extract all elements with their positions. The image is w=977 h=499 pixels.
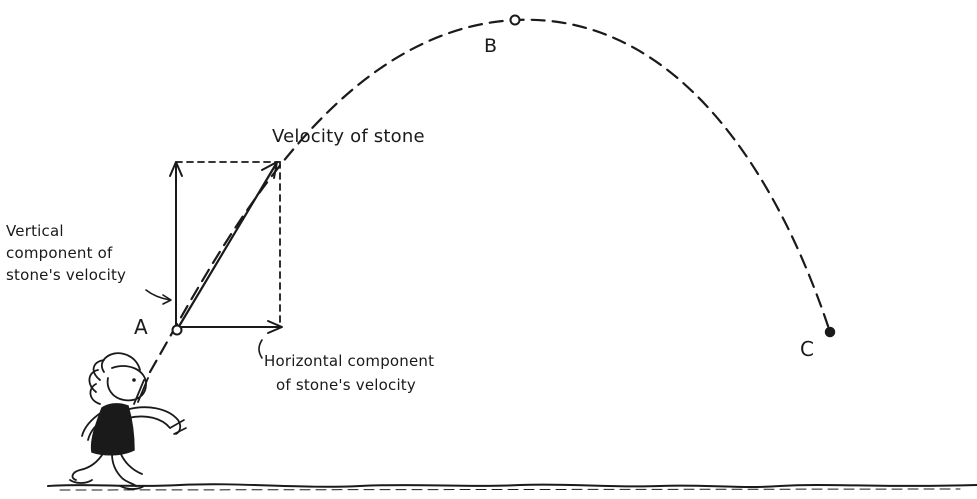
point-c-marker	[824, 326, 836, 338]
velocity-label: Velocity of stone	[272, 126, 425, 147]
vertical-arrowhead	[169, 161, 183, 177]
vertical-label-pointer	[145, 289, 171, 301]
thrower-shoe-right	[119, 485, 145, 490]
velocity-arrowhead	[261, 161, 278, 179]
point-a-label: A	[134, 315, 148, 339]
vertical-label-pointer-head	[162, 294, 172, 305]
point-b-label: B	[484, 35, 497, 57]
horizontal-arrowhead	[267, 320, 283, 334]
trajectory-path	[148, 18, 832, 374]
vertical-label-line1: Vertical	[6, 222, 64, 240]
horizontal-label-pointer	[258, 339, 263, 359]
velocity-arrow	[176, 162, 278, 330]
thrower-legs	[71, 451, 143, 487]
point-a-marker	[171, 324, 183, 336]
thrower-hand	[169, 419, 187, 435]
horizontal-label-line2: of stone's velocity	[276, 376, 416, 394]
thrower-hair	[88, 352, 141, 405]
thrower-raised-arm	[133, 377, 149, 405]
point-c-label: C	[800, 337, 814, 361]
ground-texture	[59, 488, 961, 491]
thrower-shoe-left	[69, 479, 93, 484]
ground-line	[47, 483, 977, 488]
vertical-label-line2: component of	[6, 244, 113, 262]
thrower-back-arm	[81, 411, 107, 441]
thrower-outstretched-arm	[125, 406, 182, 435]
thrower-eye	[132, 378, 136, 382]
thrower-torso	[90, 403, 135, 456]
thrower-figure	[69, 352, 187, 490]
horizontal-label-line1: Horizontal component	[264, 352, 434, 370]
point-b-marker	[509, 14, 521, 26]
vertical-label-line3: stone's velocity	[6, 266, 126, 284]
